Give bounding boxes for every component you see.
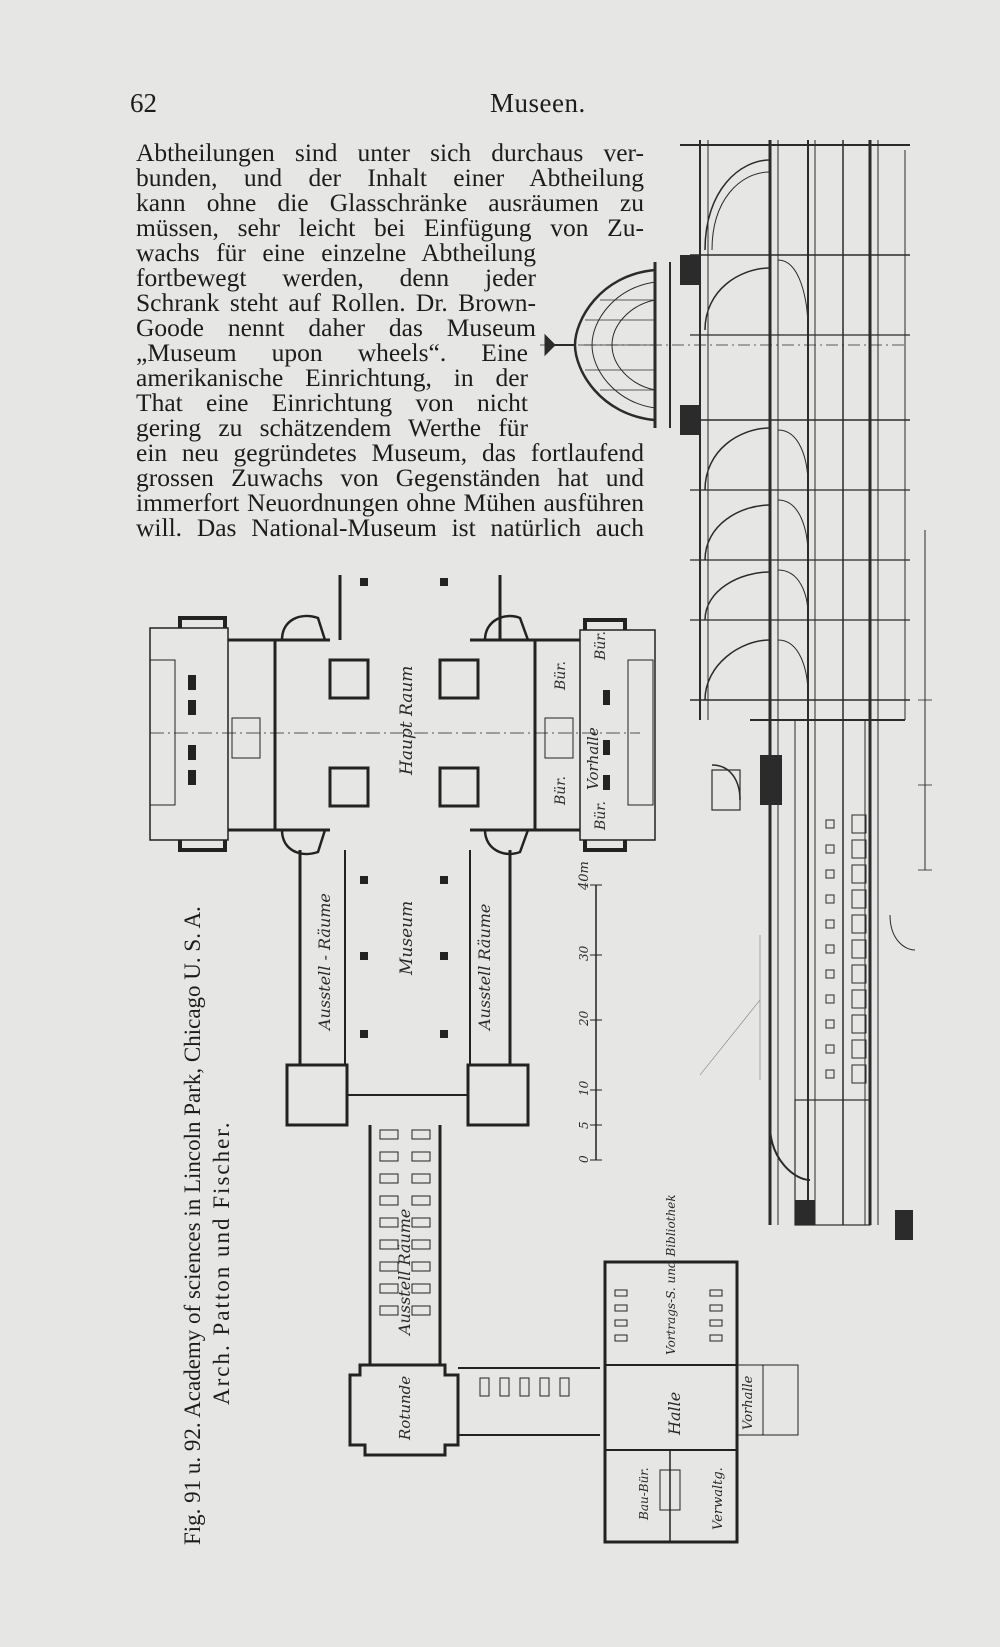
text-line: gering zu schätzendem Werthe für	[136, 413, 528, 442]
scale-unit: 40m	[577, 861, 592, 891]
label-halle: Halle	[665, 1392, 684, 1436]
label-vorhalle-2: Vorhalle	[741, 1375, 756, 1430]
text-line: kann ohne die Glasschränke ausräumen zu	[136, 188, 644, 217]
label-verwaltung: Verwaltg.	[711, 1467, 726, 1530]
text-line: Schrank steht auf Rollen. Dr. Brown-	[136, 288, 536, 317]
body-paragraph: Abtheilungen sind unter sich durchaus ve…	[136, 138, 644, 542]
text-line: „Museum upon wheels“. Eine	[136, 338, 528, 367]
text-line: wachs für eine einzelne Abtheilung	[136, 238, 536, 267]
elevation-windows	[825, 814, 867, 1084]
text-line: amerikanische Einrichtung, in der	[136, 363, 528, 392]
label-ausstell-raeume: Ausstell - Räume	[315, 893, 334, 1032]
plan-labels: Haupt Raum Museum Ausstell - Räume Ausst…	[315, 631, 756, 1530]
floor-plan	[149, 575, 799, 1544]
exhibit-cases	[379, 1129, 570, 1397]
scale-bar: 40m 0 5 10 20 30	[577, 861, 602, 1163]
scale-tick-10: 10	[577, 1080, 591, 1096]
text-line: müssen, sehr leicht bei Einfügung von Zu…	[136, 213, 644, 242]
text-line: ein neu gegründetes Museum, das fortlauf…	[136, 438, 644, 467]
label-buer-1: Bür.	[553, 661, 569, 691]
label-buer-3: Bür.	[553, 776, 569, 806]
page-number: 62	[130, 88, 157, 118]
label-ausstell-raeume-3: Ausstell Räume	[395, 1209, 414, 1337]
scale-tick-30: 30	[577, 945, 591, 961]
page-header: 62 Museen.	[130, 88, 600, 128]
text-line: will. Das National-Museum ist natürlich …	[136, 513, 644, 542]
scale-tick-0: 0	[577, 1155, 591, 1163]
scale-tick-20: 20	[577, 1010, 591, 1027]
label-ausstell-raeume-2: Ausstell Räume	[475, 904, 494, 1032]
figure-caption: Fig. 91 u. 92. Academy of sciences in Li…	[178, 906, 236, 1545]
label-buer-2: Bür.	[593, 631, 609, 661]
caption-line-1: Fig. 91 u. 92. Academy of sciences in Li…	[180, 906, 205, 1545]
text-line: Goode nennt daher das Museum	[136, 313, 536, 342]
text-line: fortbewegt werden, denn jeder	[136, 263, 536, 292]
label-rotunde: Rotunde	[396, 1376, 414, 1441]
label-haupt-raum: Haupt Raum	[397, 666, 417, 776]
scale-tick-5: 5	[577, 1121, 591, 1129]
label-vorhalle: Vorhalle	[584, 727, 602, 790]
caption-line-2: Arch. Patton und Fischer.	[209, 1120, 234, 1405]
building-elevation	[540, 140, 932, 1240]
text-line: immerfort Neuordnungen ohne Mühen ausfüh…	[136, 488, 644, 517]
label-museum: Museum	[397, 901, 417, 976]
text-line: Abtheilungen sind unter sich durchaus ve…	[136, 138, 644, 167]
label-buer-4: Bür.	[593, 801, 609, 831]
label-bau-bureau: Bau-Bür.	[637, 1467, 651, 1521]
text-line: bunden, und der Inhalt einer Abtheilung	[136, 163, 644, 192]
library-shelves	[614, 1289, 723, 1342]
label-bibliothek: Vortrags-S. und Bibliothek	[664, 1194, 678, 1355]
running-head: Museen.	[490, 88, 586, 118]
text-line: That eine Einrichtung von nicht	[136, 388, 528, 417]
text-line: grossen Zuwachs von Gegenständen hat und	[136, 463, 644, 492]
